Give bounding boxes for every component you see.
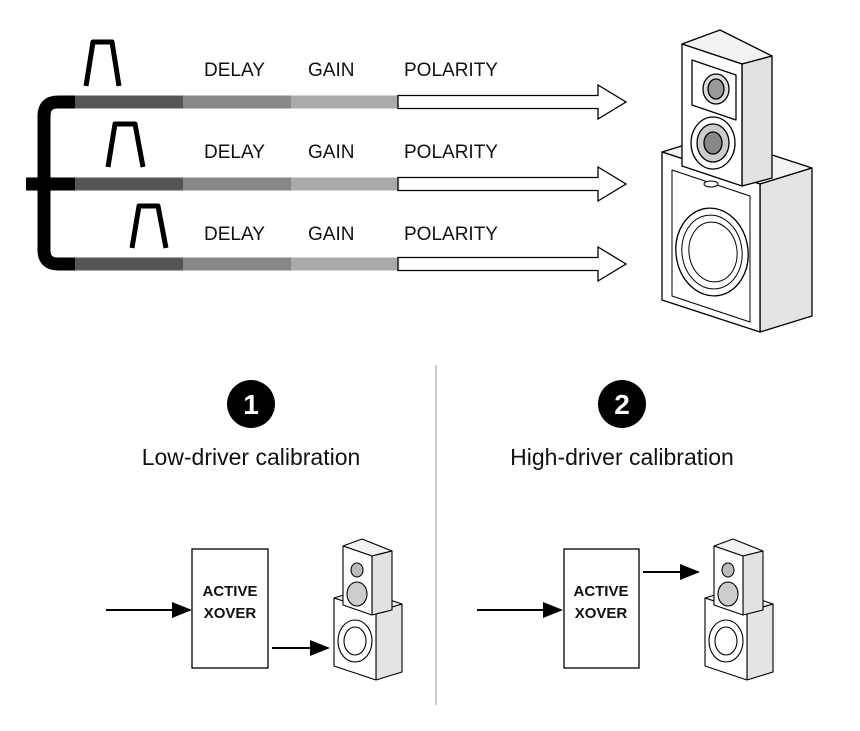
signal-chain: DELAY GAIN POLARITY DELAY GAIN POLARITY …: [26, 39, 628, 283]
bandpass-filter-icon: [105, 121, 146, 168]
active-xover-box: [563, 548, 640, 669]
gain-label: GAIN: [308, 224, 354, 245]
speaker-stack-small: [704, 538, 774, 681]
monitor-cabinet: [681, 29, 773, 187]
output-arrow: [397, 165, 628, 203]
active-xover-box: [191, 548, 269, 669]
step-1-panel: 1 Low-driver calibration ACTIVE XOVER: [106, 380, 403, 681]
delay-segment: [75, 95, 183, 109]
delay-segment: [75, 177, 183, 191]
delay-label: DELAY: [204, 142, 265, 163]
signal-row-3: DELAY GAIN POLARITY: [75, 203, 628, 283]
delay-label: DELAY: [204, 60, 265, 81]
speaker-stack-large: [661, 29, 813, 333]
gain-label: GAIN: [308, 60, 354, 81]
step-2-panel: 2 High-driver calibration ACTIVE XOVER: [477, 380, 774, 681]
tweeter-driver: [350, 562, 364, 578]
gain-segment: [183, 177, 291, 191]
speaker-stack-small: [333, 538, 403, 681]
xover-label-line1: ACTIVE: [202, 583, 257, 600]
xover-label-line2: XOVER: [575, 605, 628, 622]
output-arrow: [397, 83, 628, 121]
woofer-driver: [708, 619, 744, 663]
mid-driver: [717, 581, 739, 607]
delay-segment: [75, 257, 183, 271]
polarity-label: POLARITY: [404, 142, 498, 163]
woofer-driver: [337, 619, 373, 663]
delay-label: DELAY: [204, 224, 265, 245]
bandpass-filter-icon: [83, 39, 122, 87]
xover-label-line1: ACTIVE: [573, 583, 628, 600]
step-number: 1: [243, 389, 259, 420]
step-number-badge: [227, 380, 275, 428]
gain-segment: [183, 257, 291, 271]
xover-label-line2: XOVER: [204, 605, 257, 622]
signal-row-1: DELAY GAIN POLARITY: [75, 39, 628, 121]
polarity-label: POLARITY: [404, 60, 498, 81]
step-caption: Low-driver calibration: [142, 444, 361, 470]
step-caption: High-driver calibration: [510, 444, 734, 470]
mid-driver: [346, 581, 368, 607]
tweeter-driver: [721, 562, 735, 578]
polarity-segment: [291, 257, 398, 271]
gain-label: GAIN: [308, 142, 354, 163]
gain-segment: [183, 95, 291, 109]
split-bracket: [37, 95, 75, 271]
output-arrow: [397, 245, 628, 283]
bandpass-filter-icon: [129, 203, 169, 249]
step-number-badge: [598, 380, 646, 428]
polarity-segment: [291, 177, 398, 191]
polarity-label: POLARITY: [404, 224, 498, 245]
polarity-segment: [291, 95, 398, 109]
step-number: 2: [614, 389, 630, 420]
signal-row-2: DELAY GAIN POLARITY: [75, 121, 628, 203]
